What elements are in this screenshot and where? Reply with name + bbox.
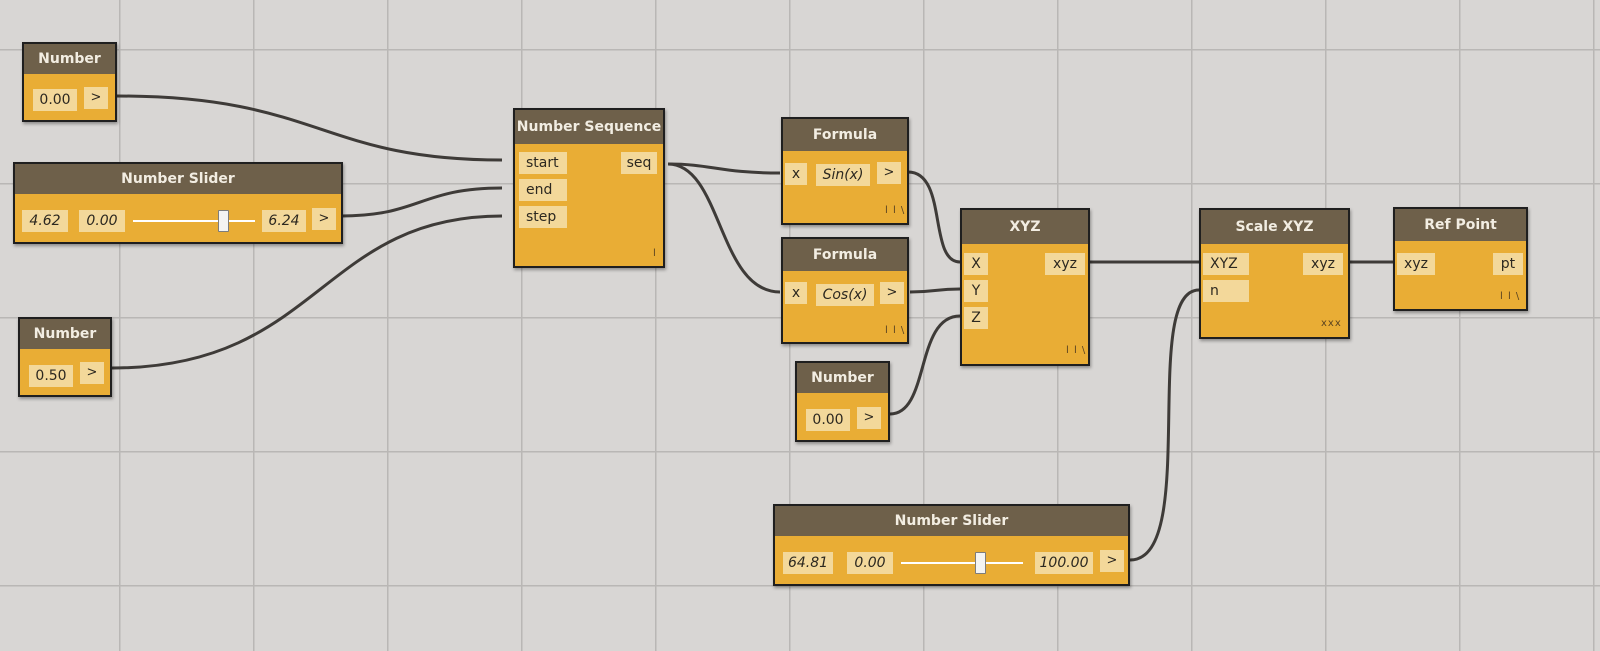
formula-output-button[interactable]: > xyxy=(877,162,901,184)
node-title: Number xyxy=(797,363,888,393)
output-port-xyz[interactable]: xyz xyxy=(1045,253,1085,275)
scale-xyz-node[interactable]: Scale XYZ XYZ n xyz xxx xyxy=(1199,208,1350,339)
slider-thumb[interactable] xyxy=(217,210,229,232)
output-port-xyz[interactable]: xyz xyxy=(1303,253,1343,275)
input-port-start[interactable]: start xyxy=(519,152,567,174)
input-port-step[interactable]: step xyxy=(519,206,567,228)
input-port-n[interactable]: n xyxy=(1203,280,1249,302)
slider-current-value[interactable]: 4.62 xyxy=(22,210,68,232)
slider-thumb[interactable] xyxy=(974,552,986,574)
number-output-button[interactable]: > xyxy=(80,362,104,384)
lacing-indicator[interactable]: xxx xyxy=(1321,318,1342,329)
input-port-end[interactable]: end xyxy=(519,179,567,201)
slider-max-value[interactable]: 100.00 xyxy=(1035,552,1093,574)
node-title: Number Sequence xyxy=(515,110,663,144)
number-value[interactable]: 0.50 xyxy=(29,365,73,387)
lacing-indicator[interactable]: l l \ xyxy=(885,205,906,216)
number-node-z[interactable]: Number 0.00 > xyxy=(795,361,890,442)
input-port-y[interactable]: Y xyxy=(964,280,988,302)
node-title: Ref Point xyxy=(1395,209,1526,241)
input-port-x[interactable]: x xyxy=(785,282,807,304)
node-title: Number xyxy=(20,319,110,349)
output-port-seq[interactable]: seq xyxy=(621,152,657,174)
output-port-pt[interactable]: pt xyxy=(1493,253,1523,275)
slider-output-button[interactable]: > xyxy=(1100,550,1124,572)
number-sequence-node[interactable]: Number Sequence start end step seq l xyxy=(513,108,665,268)
number-slider-node-scale[interactable]: Number Slider 64.81 0.00 100.00 > xyxy=(773,504,1130,586)
input-port-xyz[interactable]: XYZ xyxy=(1203,253,1249,275)
wire-number-to-start[interactable] xyxy=(116,94,503,162)
wire-slider-to-n[interactable] xyxy=(1129,288,1200,562)
slider-max-value[interactable]: 6.24 xyxy=(262,210,306,232)
node-title: Scale XYZ xyxy=(1201,210,1348,244)
node-title: Number xyxy=(24,44,115,74)
number-slider-node-end[interactable]: Number Slider 4.62 0.00 6.24 > xyxy=(13,162,343,244)
lacing-indicator[interactable]: l l \ xyxy=(1500,291,1521,302)
lacing-indicator[interactable]: l l \ xyxy=(1066,345,1087,356)
node-title: XYZ xyxy=(962,210,1088,244)
formula-output-button[interactable]: > xyxy=(880,282,904,304)
formula-node-sin[interactable]: Formula x Sin(x) > l l \ xyxy=(781,117,909,225)
input-port-x[interactable]: x xyxy=(785,163,807,185)
slider-output-button[interactable]: > xyxy=(312,208,336,230)
wire-slider-to-end[interactable] xyxy=(340,186,503,218)
number-node-step[interactable]: Number 0.50 > xyxy=(18,317,112,397)
slider-track[interactable] xyxy=(901,562,1023,564)
number-value[interactable]: 0.00 xyxy=(806,409,850,431)
number-node-start[interactable]: Number 0.00 > xyxy=(22,42,117,122)
formula-expression[interactable]: Sin(x) xyxy=(816,164,870,186)
lacing-indicator[interactable]: l xyxy=(653,248,657,259)
slider-current-value[interactable]: 64.81 xyxy=(783,552,833,574)
wire-sin-to-x[interactable] xyxy=(907,170,961,264)
slider-min-value[interactable]: 0.00 xyxy=(79,210,125,232)
xyz-node[interactable]: XYZ X Y Z xyz l l \ xyxy=(960,208,1090,366)
input-port-z[interactable]: Z xyxy=(964,307,988,329)
number-output-button[interactable]: > xyxy=(84,87,108,109)
number-value[interactable]: 0.00 xyxy=(33,89,77,111)
ref-point-node[interactable]: Ref Point xyz pt l l \ xyxy=(1393,207,1528,311)
node-title: Number Slider xyxy=(775,506,1128,536)
input-port-x[interactable]: X xyxy=(964,253,988,275)
node-title: Formula xyxy=(783,239,907,271)
number-output-button[interactable]: > xyxy=(857,407,881,429)
node-title: Number Slider xyxy=(15,164,341,194)
node-title: Formula xyxy=(783,119,907,151)
slider-min-value[interactable]: 0.00 xyxy=(847,552,893,574)
wire-seq-to-sin[interactable] xyxy=(667,162,781,175)
lacing-indicator[interactable]: l l \ xyxy=(885,325,906,336)
formula-expression[interactable]: Cos(x) xyxy=(816,284,874,306)
input-port-xyz[interactable]: xyz xyxy=(1397,253,1435,275)
slider-track[interactable] xyxy=(133,220,255,222)
formula-node-cos[interactable]: Formula x Cos(x) > l l \ xyxy=(781,237,909,344)
wire-seq-to-cos[interactable] xyxy=(667,162,781,294)
wire-cos-to-y[interactable] xyxy=(909,287,961,294)
